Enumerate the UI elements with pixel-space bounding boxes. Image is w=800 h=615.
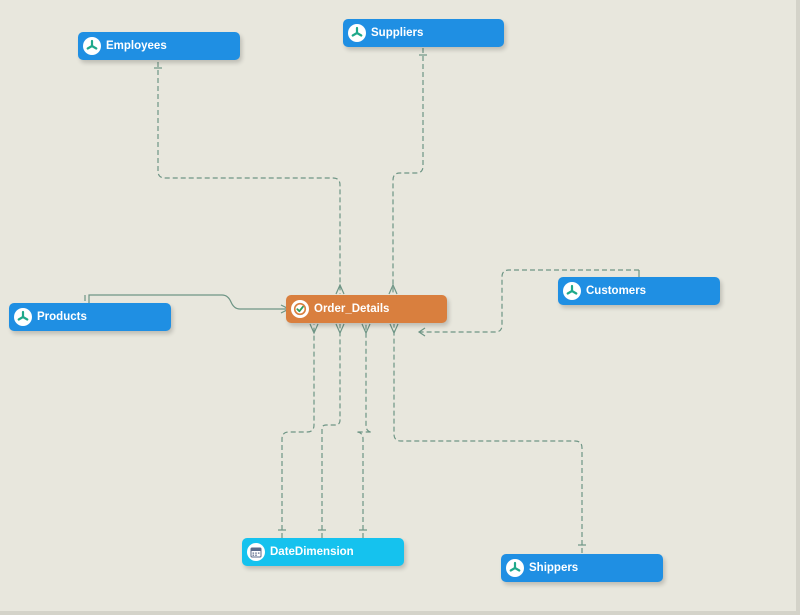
fact-check-icon bbox=[291, 300, 309, 318]
edge-shippers-order-details[interactable] bbox=[393, 324, 583, 553]
edge-datedimension-order-details-2[interactable] bbox=[321, 324, 341, 538]
table-node-label: DateDimension bbox=[270, 546, 354, 558]
table-node-label: Employees bbox=[106, 40, 167, 52]
table-node-date-dimension[interactable]: DateDimension bbox=[242, 538, 404, 566]
table-node-order-details[interactable]: Order_Details bbox=[286, 295, 447, 323]
edge-datedimension-order-details-1[interactable] bbox=[281, 324, 315, 538]
dimension-icon bbox=[348, 24, 366, 42]
edge-suppliers-order-details[interactable] bbox=[392, 48, 424, 294]
table-node-customers[interactable]: Customers bbox=[558, 277, 720, 305]
table-node-label: Shippers bbox=[529, 562, 579, 574]
table-node-label: Products bbox=[37, 311, 87, 323]
table-node-label: Customers bbox=[586, 285, 647, 297]
many-end-markers bbox=[280, 283, 426, 337]
dimension-icon bbox=[83, 37, 101, 55]
table-node-employees[interactable]: Employees bbox=[78, 32, 240, 60]
calendar-icon bbox=[247, 543, 265, 561]
canvas-frame-edge bbox=[796, 0, 800, 615]
canvas-frame-edge bbox=[0, 611, 800, 615]
table-node-shippers[interactable]: Shippers bbox=[501, 554, 663, 582]
dimension-icon bbox=[563, 282, 581, 300]
edge-customers-order-details[interactable] bbox=[420, 269, 639, 333]
one-end-markers bbox=[84, 54, 640, 546]
edge-datedimension-order-details-3[interactable] bbox=[355, 324, 373, 538]
edge-employees-order-details[interactable] bbox=[157, 62, 341, 294]
table-node-products[interactable]: Products bbox=[9, 303, 171, 331]
table-node-label: Suppliers bbox=[371, 27, 424, 39]
table-node-label: Order_Details bbox=[314, 303, 390, 315]
dimension-icon bbox=[14, 308, 32, 326]
edge-products-order-details[interactable] bbox=[88, 294, 286, 310]
table-node-suppliers[interactable]: Suppliers bbox=[343, 19, 504, 47]
dimension-icon bbox=[506, 559, 524, 577]
